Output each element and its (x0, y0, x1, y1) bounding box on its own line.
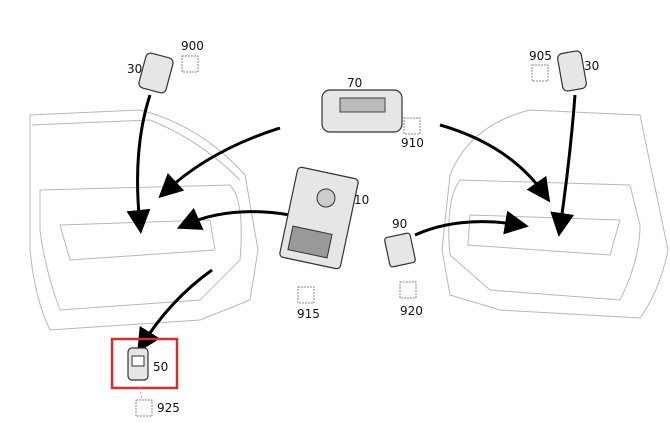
part-30-right[interactable]: 30 (557, 50, 599, 92)
connector-925[interactable]: 925 (135, 387, 180, 417)
label-10: 10 (354, 193, 369, 207)
connector-910[interactable]: 910 (401, 117, 424, 150)
part-90-switch[interactable]: 90 (384, 217, 416, 268)
label-70: 70 (347, 76, 362, 90)
label-925: 925 (157, 401, 180, 415)
connector-920[interactable]: 920 (399, 281, 423, 318)
label-905: 905 (529, 49, 552, 63)
connector-900[interactable]: 900 (181, 39, 204, 73)
label-920: 920 (400, 304, 423, 318)
label-915: 915 (297, 307, 320, 321)
highlight-box (110, 337, 179, 390)
part-70-seat-switch[interactable]: 70 (321, 76, 403, 133)
right-door-illustration (441, 109, 669, 319)
label-90: 90 (392, 217, 407, 231)
label-30-left: 30 (127, 62, 142, 76)
label-50: 50 (153, 360, 168, 374)
label-900: 900 (181, 39, 204, 53)
left-door-illustration (29, 109, 259, 331)
label-910: 910 (401, 136, 424, 150)
label-30-right: 30 (584, 59, 599, 73)
connector-905[interactable]: 905 (529, 49, 552, 82)
connector-915[interactable]: 915 (297, 286, 320, 321)
arrows (126, 94, 577, 353)
part-10-window-switch-panel[interactable]: 10 (279, 166, 369, 270)
part-50-switch[interactable]: 50 (127, 347, 168, 381)
part-30-left[interactable]: 30 (127, 52, 174, 94)
